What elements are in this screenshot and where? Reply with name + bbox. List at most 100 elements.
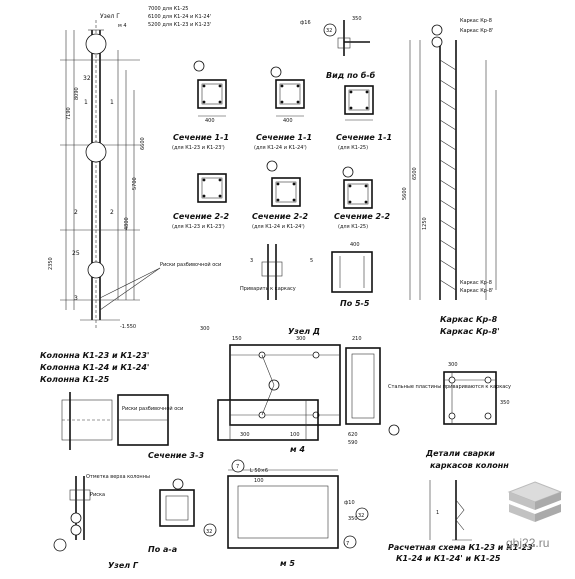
dim-7190: 7190 bbox=[66, 107, 72, 120]
title-karkasov: каркасов колонн bbox=[430, 461, 509, 470]
node-g-bottom bbox=[53, 476, 91, 552]
title-section-2-2-c: Сечение 2-2 bbox=[334, 212, 390, 221]
label-m4-top: м 4 bbox=[118, 23, 127, 29]
note-risk-axis-2: Риски разбивочной оси bbox=[122, 405, 183, 412]
marker-32-m5: 32 bbox=[206, 529, 212, 535]
marker-7: 7 bbox=[236, 464, 239, 470]
label-phi10: ф10 bbox=[344, 500, 355, 506]
dim-6600: 6600 bbox=[140, 137, 146, 150]
watermark-text[interactable]: gbi22.ru bbox=[506, 536, 550, 550]
note-risk-axis: Риски разбивочной оси bbox=[160, 261, 221, 268]
marker-25: 25 bbox=[72, 250, 80, 257]
embedded-part-m4 bbox=[217, 399, 319, 441]
dim-210-a: 210 bbox=[352, 336, 362, 342]
dim-300-a: 300 bbox=[296, 336, 306, 342]
title-m4-bottom: м 4 bbox=[290, 445, 305, 454]
title-karkas-1: Каркас Кр-8 bbox=[440, 315, 498, 324]
marker-32-m5b: 32 bbox=[358, 513, 364, 519]
note-privarit: Приварить к каркасу bbox=[240, 286, 296, 292]
title-section-1-1-b: Сечение 1-1 bbox=[256, 133, 312, 142]
note-otmetka: Отметка верха колонны bbox=[86, 474, 150, 480]
title-detal: Детали сварки bbox=[425, 449, 495, 458]
title-section-3-3: Сечение 3-3 bbox=[148, 451, 204, 460]
subtitle-section-1-1-c: (для К1-25) bbox=[338, 145, 368, 151]
title-karkas-2: Каркас Кр-8' bbox=[440, 327, 500, 336]
title-po-a-a: По а-а bbox=[148, 545, 177, 554]
marker-7b: 7 bbox=[346, 541, 349, 547]
subtitle-section-2-2-b: (для К1-24 и К1-24') bbox=[252, 224, 305, 230]
title-uzel-g-bottom: Узел Г bbox=[108, 561, 139, 570]
dim-620: 620 bbox=[348, 432, 358, 438]
embedded-part-m5 bbox=[203, 459, 369, 549]
title-section-2-2-a: Сечение 2-2 bbox=[173, 212, 229, 221]
label-angle: L 50×6 bbox=[250, 468, 268, 474]
dim-350-d: 350 bbox=[500, 400, 510, 406]
marker-32-top: 32 bbox=[326, 28, 332, 34]
dim-4800: 4800 bbox=[124, 217, 130, 230]
dim-8090: 8090 bbox=[74, 87, 80, 100]
dim-300-d: 300 bbox=[448, 362, 458, 368]
title-section-2-2-b: Сечение 2-2 bbox=[252, 212, 308, 221]
section-mark-2b: 2 bbox=[110, 209, 114, 216]
dim-100-b: 100 bbox=[254, 478, 264, 484]
dim-400-b: 400 bbox=[283, 118, 293, 124]
note-riska: Риска bbox=[90, 492, 105, 498]
dim-590: 590 bbox=[348, 440, 358, 446]
dim-300-b: 300 bbox=[200, 326, 210, 332]
section-mark-1b: 1 bbox=[110, 99, 114, 106]
dim-350-top: 350 bbox=[352, 16, 362, 22]
subtitle-section-1-1-a: (для К1-23 и К1-23') bbox=[172, 145, 225, 151]
title-view-b6: Вид по б-б bbox=[326, 70, 376, 80]
note-stalnye: Стальные пластины привариваются к каркас… bbox=[388, 384, 511, 390]
dim-2350: 2350 bbox=[48, 257, 54, 270]
subtitle-section-2-2-c: (для К1-25) bbox=[338, 224, 368, 230]
title-section-1-1-a: Сечение 1-1 bbox=[173, 133, 229, 142]
dim-5600: 5600 bbox=[402, 187, 408, 200]
section-2-2-group bbox=[197, 160, 373, 209]
weld-detail bbox=[443, 371, 497, 425]
title-column-k1-25: Колонна К1-25 bbox=[40, 375, 110, 384]
dim-400-a: 400 bbox=[205, 118, 215, 124]
detail-circle-low bbox=[87, 261, 105, 279]
site-logo-icon bbox=[507, 481, 563, 522]
dim-300-c: 300 bbox=[240, 432, 250, 438]
design-scheme bbox=[429, 480, 472, 541]
title-column-k1-23: Колонна К1-23 и К1-23' bbox=[40, 351, 149, 360]
section-3-3 bbox=[61, 392, 169, 450]
length-note-2: 6100 для К1-24 и К1-24' bbox=[148, 14, 211, 20]
marker-3: 3 bbox=[250, 258, 253, 264]
subtitle-section-2-2-a: (для К1-23 и К1-23') bbox=[172, 224, 225, 230]
section-mark-3: 3 bbox=[74, 295, 78, 302]
elevation-neg: -1.550 bbox=[120, 324, 136, 330]
section-mark-1: 1 bbox=[84, 99, 88, 106]
dim-400-c: 400 bbox=[350, 242, 360, 248]
title-uzel-d: Узел Д bbox=[288, 327, 320, 336]
detail-circle-g bbox=[85, 33, 107, 55]
section-1-1-group bbox=[193, 60, 374, 121]
dim-1250: 1250 bbox=[422, 217, 428, 230]
label-a: 1 bbox=[436, 510, 439, 516]
reinforcement-cage bbox=[409, 24, 497, 300]
length-note-1: 7000 для К1-25 bbox=[148, 6, 188, 12]
title-column-k1-24: Колонна К1-24 и К1-24' bbox=[40, 363, 149, 372]
node-d bbox=[229, 344, 400, 436]
label-phi16: ф16 bbox=[300, 20, 311, 26]
length-note-3: 5200 для К1-23 и К1-23' bbox=[148, 22, 211, 28]
dim-150-a: 150 bbox=[232, 336, 242, 342]
section-mark-2: 2 bbox=[74, 209, 78, 216]
title-rasch-2: К1-24 и К1-24' и К1-25 bbox=[396, 554, 501, 563]
detail-circle-mid bbox=[85, 141, 107, 163]
cage-label-top-b: Каркас Кр-8' bbox=[460, 28, 493, 34]
dim-100-a: 100 bbox=[290, 432, 300, 438]
cage-label-bottom: Каркас Кр-8 bbox=[460, 280, 492, 286]
label-uzel-g-top: Узел Г bbox=[100, 13, 120, 20]
cage-label-top: Каркас Кр-8 bbox=[460, 18, 492, 24]
marker-5: 5 bbox=[310, 258, 313, 264]
anchor-detail bbox=[323, 20, 370, 56]
column-elevation bbox=[60, 20, 161, 330]
title-rasch: Расчетная схема К1-23 и К1-23' bbox=[388, 543, 535, 552]
subtitle-section-1-1-b: (для К1-24 и К1-24') bbox=[254, 145, 307, 151]
view-a-a bbox=[159, 478, 195, 527]
